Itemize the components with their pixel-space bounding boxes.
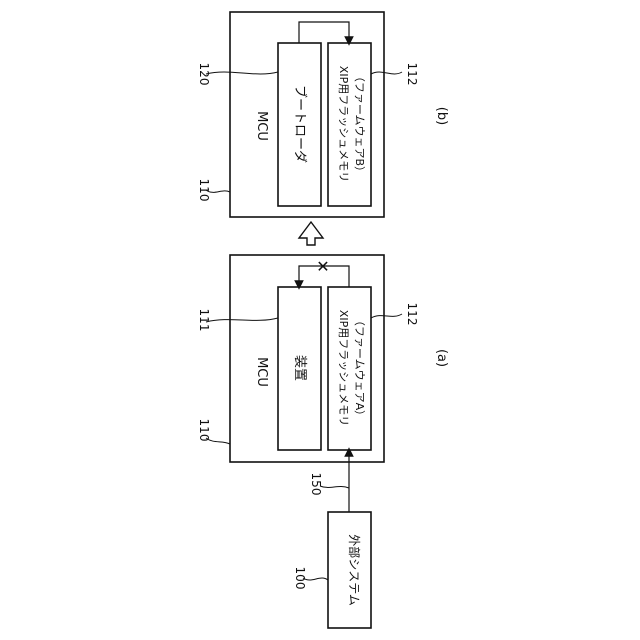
- xip-flash-a-line2: （ファームウェアA）: [353, 315, 366, 421]
- ref-110-a: 110: [197, 419, 211, 442]
- mcu-label-a: MCU: [254, 357, 269, 387]
- mcu-label-b: MCU: [254, 111, 269, 141]
- diagram-b: MCU ブートローダ XIP用フラッシュメモリ （ファームウェアB） (b) 1…: [197, 12, 449, 217]
- blocked-x-mark: ✕: [316, 257, 329, 276]
- ref-110-b: 110: [197, 179, 211, 202]
- xip-flash-a-line1: XIP用フラッシュメモリ: [337, 310, 350, 426]
- leader-150: [320, 486, 349, 488]
- xip-flash-b-line1: XIP用フラッシュメモリ: [337, 66, 350, 182]
- bootloader-label: ブートローダ: [292, 85, 308, 163]
- ref-150: 150: [309, 473, 323, 496]
- external-system-label: 外部システム: [347, 534, 362, 606]
- ref-100: 100: [293, 567, 307, 590]
- ref-112-b: 112: [405, 63, 419, 86]
- ref-120: 120: [197, 63, 211, 86]
- panel-label-a: (a): [434, 349, 449, 367]
- xip-flash-b-line2: （ファームウェアB）: [353, 71, 366, 177]
- ref-112-a: 112: [405, 303, 419, 326]
- transition-arrow: [299, 222, 323, 245]
- panel-label-b: (b): [434, 107, 449, 125]
- ref-111: 111: [197, 309, 211, 332]
- device-label: 装置: [292, 355, 307, 381]
- diagram-a: ✕ MCU 装置 XIP用フラッシュメモリ （ファームウェアA） 外部システム …: [197, 255, 449, 628]
